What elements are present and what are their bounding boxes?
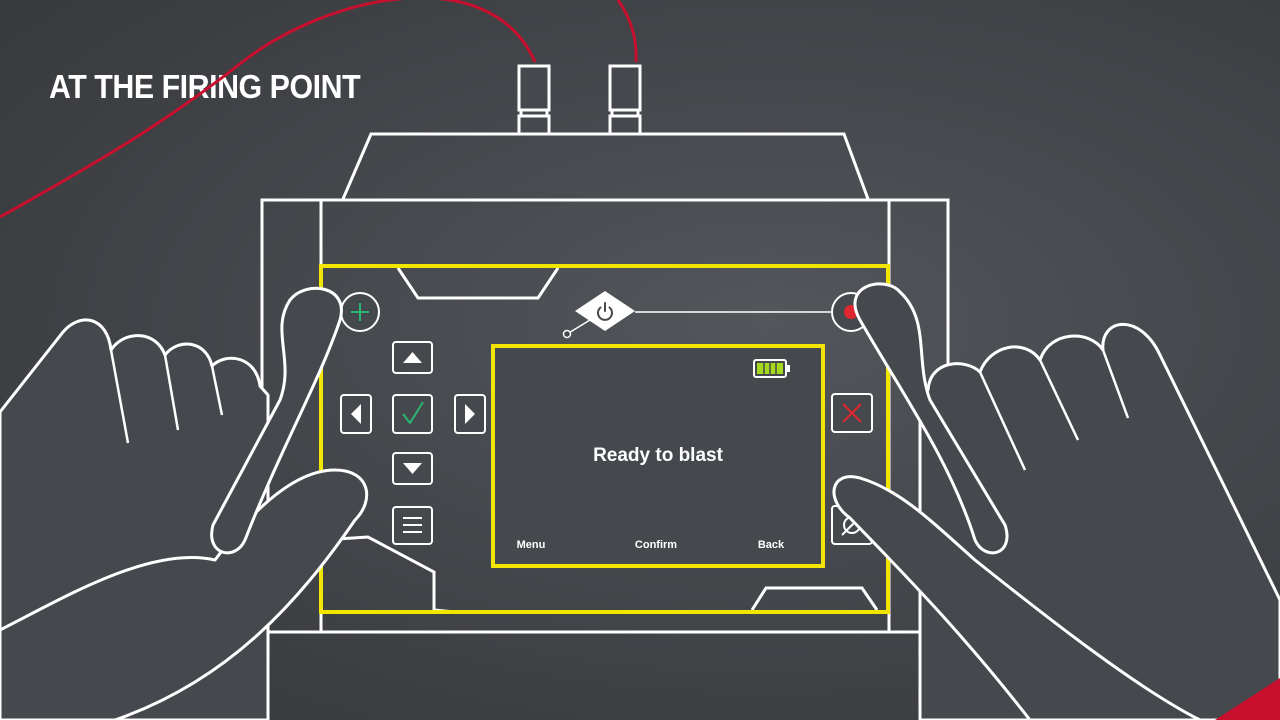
corner-accent	[1215, 678, 1280, 720]
arrow-left-icon	[351, 404, 361, 424]
arrow-up-button[interactable]	[392, 341, 433, 374]
right-index-finger	[853, 282, 1009, 555]
keypad	[340, 341, 873, 545]
cancel-x-button[interactable]	[831, 393, 873, 433]
control-panel-highlight	[319, 264, 890, 614]
left-index-finger	[210, 286, 343, 555]
device-top-housing	[341, 132, 870, 200]
battery-icon	[753, 359, 790, 378]
check-icon	[402, 401, 424, 425]
arrow-down-button[interactable]	[392, 452, 433, 485]
wire-right	[616, 0, 638, 63]
bottom-notch	[750, 586, 879, 611]
bottom-left-bevel	[321, 535, 456, 614]
plus-icon	[351, 303, 369, 321]
power-key-indicator	[562, 291, 832, 339]
wire-left	[0, 0, 537, 219]
left-thumb	[0, 468, 369, 720]
menu-icon	[403, 517, 422, 533]
plus-button[interactable]	[340, 292, 380, 332]
connector-right	[608, 64, 642, 112]
terminal-connectors	[517, 64, 642, 136]
softkey-back: Back	[758, 539, 785, 551]
display-screen: Ready to blast Menu Confirm Back	[491, 344, 825, 568]
left-hand	[0, 286, 369, 720]
right-thumb	[832, 475, 1202, 720]
arrow-left-button[interactable]	[340, 394, 372, 434]
right-hand	[832, 282, 1280, 720]
connector-left	[517, 64, 551, 112]
arrow-down-icon	[403, 463, 422, 474]
screen-status-text: Ready to blast	[593, 445, 724, 466]
confirm-check-button[interactable]	[392, 394, 433, 434]
arrow-right-button[interactable]	[454, 394, 486, 434]
menu-button[interactable]	[392, 506, 433, 545]
arrow-right-icon	[465, 404, 475, 424]
detonator-wires	[0, 0, 638, 219]
power-icon	[597, 302, 613, 321]
top-notch	[396, 267, 560, 300]
softkey-confirm: Confirm	[635, 539, 677, 551]
arrow-up-icon	[403, 352, 422, 363]
cancel-x-icon	[842, 403, 862, 423]
page-heading: AT THE FIRING POINT	[49, 68, 361, 105]
softkey-menu: Menu	[517, 539, 546, 551]
